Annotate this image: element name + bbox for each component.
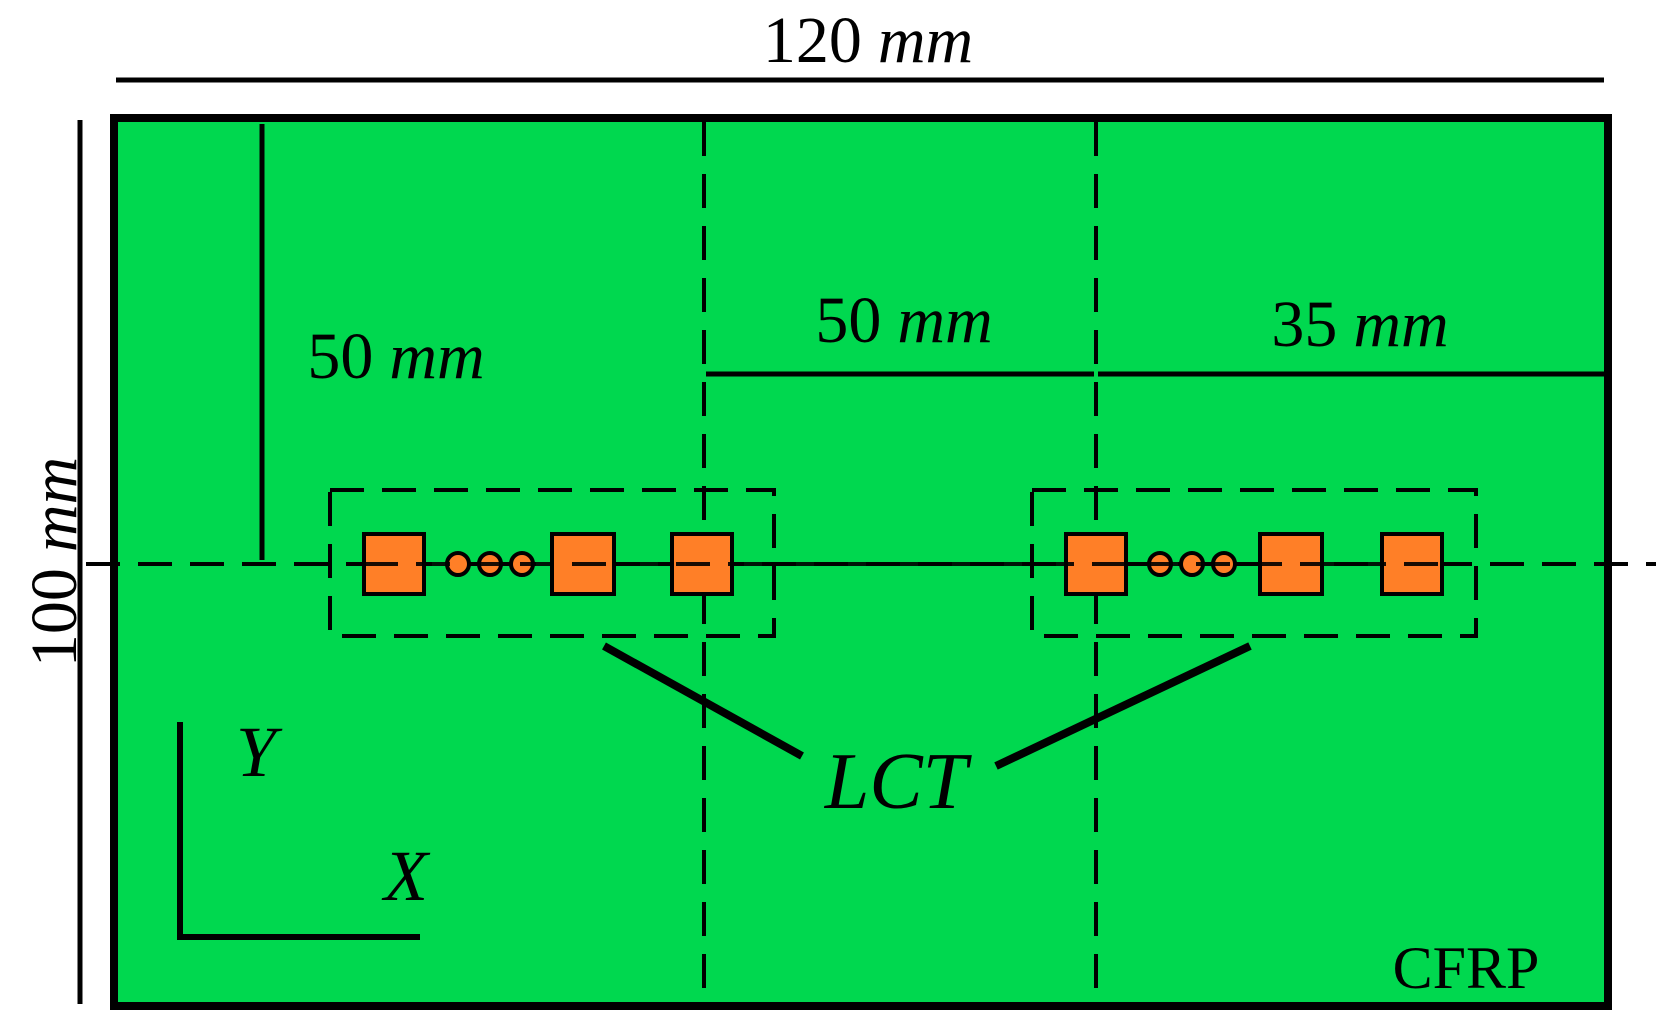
height-dimension-label: 100mm	[18, 457, 91, 667]
lct-pointer-left	[602, 642, 804, 760]
xy-axes	[177, 722, 420, 940]
lct-pointer-arrows	[602, 642, 1252, 770]
lct-group-left-outline	[328, 488, 776, 638]
lct-pointer-right	[994, 642, 1252, 770]
y-axis-label: Y	[236, 712, 283, 792]
dimension-arrows	[77, 77, 1604, 1004]
x-axis-label: X	[381, 836, 431, 916]
material-label: CFRP	[1393, 935, 1540, 1001]
lct-label: LCT	[824, 738, 973, 826]
transducer-dot	[445, 551, 471, 577]
lct-group-right-outline	[1030, 488, 1478, 638]
lct-group-right	[1064, 532, 1444, 596]
